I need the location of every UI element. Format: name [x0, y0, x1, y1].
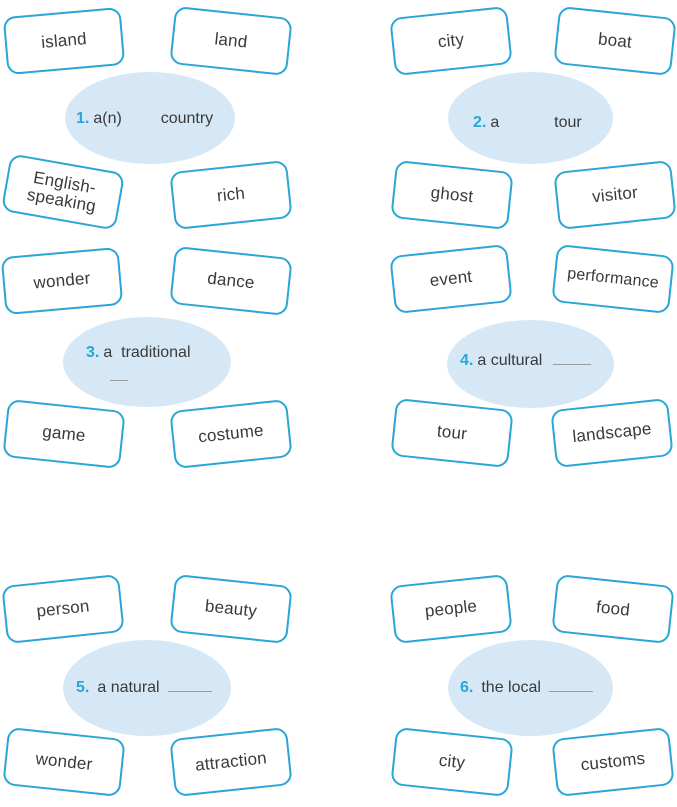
word-card-dance[interactable]: dance [169, 245, 293, 317]
word-card-boat[interactable]: boat [553, 5, 677, 77]
item-number: 5. [76, 679, 90, 696]
item-number: 2. [473, 114, 487, 131]
word-card-english-speaking[interactable]: English-speaking [0, 153, 126, 231]
group-2-oval [448, 72, 613, 164]
word-card-event[interactable]: event [389, 243, 513, 315]
group-1-oval [65, 72, 235, 164]
item-number: 1. [76, 110, 90, 127]
word-card-attraction[interactable]: attraction [169, 726, 293, 798]
word-card-ghost[interactable]: ghost [390, 159, 514, 231]
word-card-person[interactable]: person [1, 573, 125, 645]
group-4-blank [552, 352, 591, 365]
phrase-before: the local [481, 679, 541, 696]
group-4-prompt: 4.a cultural [460, 352, 591, 370]
group-6-blank [549, 679, 594, 692]
word-card-tour[interactable]: tour [390, 397, 514, 469]
word-card-costume[interactable]: costume [169, 398, 293, 470]
group-6-prompt: 6. the local [460, 679, 594, 697]
word-card-city-2[interactable]: city [390, 726, 514, 798]
word-card-wonder-2[interactable]: wonder [2, 726, 126, 798]
phrase-before: a traditional [103, 344, 191, 361]
item-number: 6. [460, 679, 474, 696]
group-1-prompt: 1.a(n) country [76, 110, 213, 128]
group-5-oval [63, 640, 231, 736]
word-card-island[interactable]: island [2, 6, 126, 76]
word-card-game[interactable]: game [2, 398, 126, 470]
word-card-people[interactable]: people [389, 573, 513, 645]
word-card-customs[interactable]: customs [551, 726, 675, 798]
phrase-after: country [160, 110, 214, 127]
group-3-prompt: 3.a traditional [86, 344, 191, 362]
group-2-prompt: 2.a tour [473, 114, 582, 132]
group-3-oval [63, 317, 231, 407]
phrase-before: a(n) [93, 110, 122, 127]
group-5-blank [168, 679, 213, 692]
phrase-before: a natural [97, 679, 160, 696]
word-card-visitor[interactable]: visitor [553, 159, 677, 231]
word-card-city[interactable]: city [389, 5, 513, 77]
phrase-after: tour [554, 114, 582, 131]
item-number: 3. [86, 344, 100, 361]
phrase-before: a [490, 114, 500, 131]
word-card-beauty[interactable]: beauty [169, 573, 293, 645]
word-card-performance[interactable]: performance [551, 243, 675, 315]
item-number: 4. [460, 352, 474, 369]
phrase-before: a cultural [477, 352, 543, 369]
word-card-wonder[interactable]: wonder [0, 246, 124, 316]
word-card-rich[interactable]: rich [169, 159, 293, 231]
word-card-land[interactable]: land [169, 5, 293, 77]
group-5-prompt: 5. a natural [76, 679, 213, 697]
group-6-oval [448, 640, 613, 736]
word-card-food[interactable]: food [551, 573, 675, 645]
group-3-blank [110, 368, 128, 381]
word-card-landscape[interactable]: landscape [550, 397, 674, 469]
